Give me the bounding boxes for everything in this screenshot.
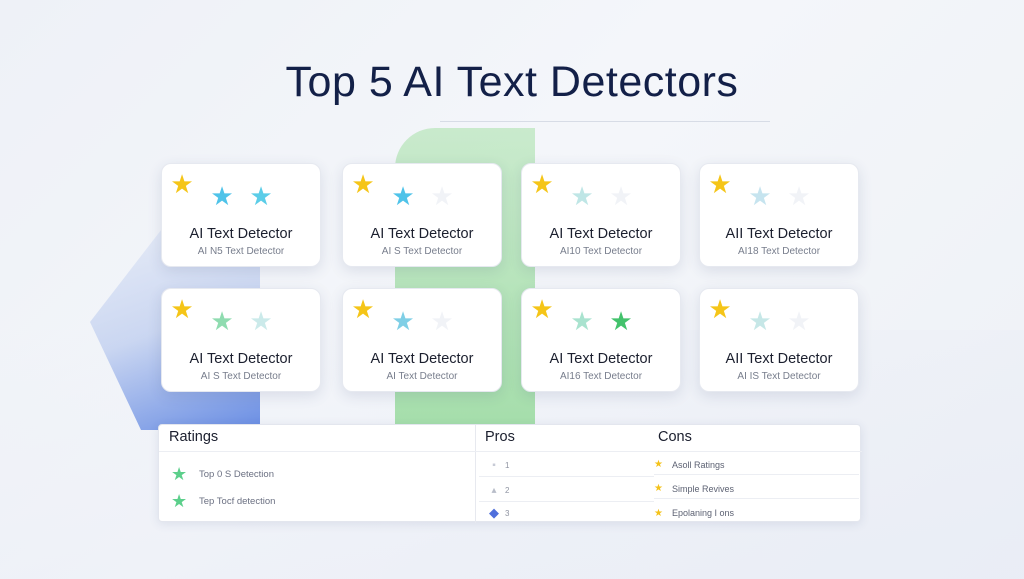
card-subtitle: AI S Text Detector bbox=[200, 371, 282, 382]
detector-card[interactable]: ★ ★ ★ AI Text Detector AI10 Text Detecto… bbox=[521, 163, 681, 267]
star-icon: ★ bbox=[249, 306, 273, 336]
card-title: AI Text Detector bbox=[549, 351, 653, 367]
card-subtitle: AI18 Text Detector bbox=[737, 246, 821, 257]
detector-card[interactable]: ★ ★ ★ AI Text Detector AI Text Detector bbox=[342, 288, 502, 392]
rating-text: Tep Tocf detection bbox=[199, 495, 276, 507]
detector-card[interactable]: ★ ★ ★ AII Text Detector AI IS Text Detec… bbox=[699, 288, 859, 392]
star-icon: ★ bbox=[570, 306, 594, 336]
comparison-table: Ratings Pros Cons ★ Top 0 S Detection ★ … bbox=[158, 424, 862, 523]
rating-row: ★ Tep Tocf detection bbox=[171, 491, 275, 511]
star-icon: ★ bbox=[171, 463, 188, 484]
card-subtitle: AI IS Text Detector bbox=[737, 371, 821, 382]
rating-row: ★ Top 0 S Detection bbox=[171, 464, 274, 484]
pros-text: 1 bbox=[505, 460, 510, 470]
detector-card[interactable]: ★ ★ ★ AI Text Detector AI S Text Detecto… bbox=[342, 163, 502, 267]
star-icon: ★ bbox=[570, 181, 594, 211]
cons-header: Cons bbox=[658, 429, 692, 445]
cons-text: Simple Revives bbox=[672, 483, 735, 494]
card-subtitle: AI N5 Text Detector bbox=[197, 246, 285, 257]
star-icon: ★ bbox=[249, 181, 273, 211]
bullet-icon: ▴ bbox=[491, 484, 497, 496]
star-icon: ★ bbox=[170, 294, 194, 324]
cons-text: Asoll Ratings bbox=[672, 459, 725, 470]
star-icon: ★ bbox=[391, 306, 415, 336]
star-icon: ★ bbox=[171, 490, 188, 511]
detector-card[interactable]: ★ ★ ★ AI Text Detector AI S Text Detecto… bbox=[161, 288, 321, 392]
column-divider bbox=[475, 425, 476, 523]
star-icon: ★ bbox=[430, 181, 454, 211]
star-icon: ★ bbox=[609, 306, 633, 336]
card-title: AI Text Detector bbox=[189, 351, 293, 367]
star-icon: ★ bbox=[708, 294, 732, 324]
title-divider bbox=[440, 121, 770, 122]
star-icon: ★ bbox=[170, 169, 194, 199]
rating-text: Top 0 S Detection bbox=[199, 468, 274, 480]
card-title: AII Text Detector bbox=[725, 351, 833, 367]
pros-header: Pros bbox=[485, 429, 515, 445]
detector-card[interactable]: ★ ★ ★ AII Text Detector AI18 Text Detect… bbox=[699, 163, 859, 267]
star-icon: ★ bbox=[748, 181, 772, 211]
star-icon: ★ bbox=[654, 483, 663, 494]
card-title: AI Text Detector bbox=[370, 226, 474, 242]
cons-text: Epolaning I ons bbox=[672, 508, 735, 518]
star-icon: ★ bbox=[654, 459, 663, 470]
row-divider bbox=[479, 501, 654, 502]
star-icon: ★ bbox=[530, 169, 554, 199]
pros-text: 3 bbox=[505, 508, 510, 518]
ratings-header: Ratings bbox=[169, 429, 219, 445]
star-icon: ★ bbox=[787, 306, 811, 336]
star-icon: ★ bbox=[748, 306, 772, 336]
star-icon: ★ bbox=[654, 507, 663, 519]
card-subtitle: AI Text Detector bbox=[386, 371, 458, 382]
pros-text: 2 bbox=[505, 485, 510, 495]
cons-row: ★ Simple Revives bbox=[654, 479, 859, 499]
cons-row: ★ Asoll Ratings bbox=[654, 455, 859, 475]
pros-row: ◆ 3 bbox=[487, 504, 509, 522]
star-icon: ★ bbox=[210, 306, 234, 336]
row-divider bbox=[479, 476, 654, 477]
card-title: AI Text Detector bbox=[189, 226, 293, 242]
pros-row: ▪ 1 bbox=[487, 456, 509, 474]
pros-row: ▴ 2 bbox=[487, 481, 509, 499]
card-subtitle: AI16 Text Detector bbox=[559, 371, 643, 382]
header-divider bbox=[159, 451, 862, 452]
star-icon: ★ bbox=[210, 181, 234, 211]
card-title: AI Text Detector bbox=[549, 226, 653, 242]
diamond-icon: ◆ bbox=[489, 505, 499, 520]
star-icon: ★ bbox=[351, 169, 375, 199]
star-icon: ★ bbox=[351, 294, 375, 324]
card-title: AI Text Detector bbox=[370, 351, 474, 367]
bullet-icon: ▪ bbox=[492, 459, 496, 471]
star-icon: ★ bbox=[530, 294, 554, 324]
page-title: Top 5 AI Text Detectors bbox=[285, 58, 739, 106]
star-icon: ★ bbox=[708, 169, 732, 199]
card-subtitle: AI10 Text Detector bbox=[559, 246, 643, 257]
star-icon: ★ bbox=[609, 181, 633, 211]
star-icon: ★ bbox=[391, 181, 415, 211]
card-title: AII Text Detector bbox=[725, 226, 833, 242]
star-icon: ★ bbox=[787, 181, 811, 211]
card-subtitle: AI S Text Detector bbox=[381, 246, 463, 257]
detector-card[interactable]: ★ ★ ★ AI Text Detector AI16 Text Detecto… bbox=[521, 288, 681, 392]
detector-card[interactable]: ★ ★ ★ AI Text Detector AI N5 Text Detect… bbox=[161, 163, 321, 267]
cons-row: ★ Epolaning I ons bbox=[654, 503, 859, 523]
star-icon: ★ bbox=[430, 306, 454, 336]
